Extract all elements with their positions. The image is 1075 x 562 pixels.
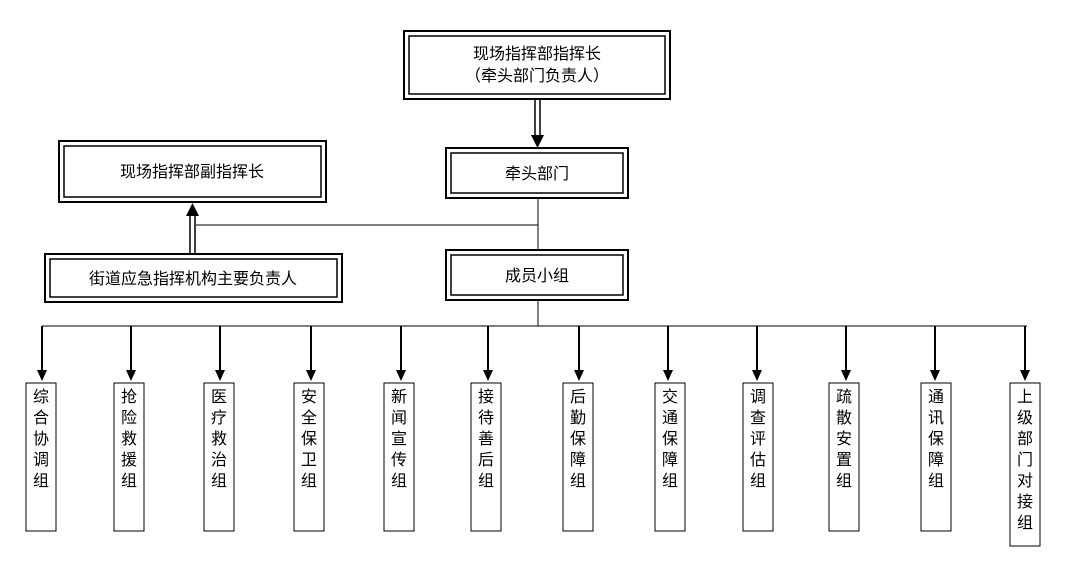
group-arrow-head bbox=[396, 370, 406, 381]
group-node: 交通保障组 bbox=[654, 326, 686, 532]
group-arrow-head bbox=[930, 370, 940, 381]
group-label: 抢险救援组 bbox=[121, 387, 137, 490]
group-node: 新闻宣传组 bbox=[383, 326, 415, 532]
group-node: 疏散安置组 bbox=[828, 326, 860, 532]
group-box bbox=[920, 382, 952, 532]
group-box bbox=[562, 382, 594, 532]
street-head-box: 街道应急指挥机构主要负责人 bbox=[44, 253, 343, 303]
group-box bbox=[113, 382, 145, 532]
group-arrow-head bbox=[215, 370, 225, 381]
group-box bbox=[470, 382, 502, 532]
group-box bbox=[1009, 382, 1041, 547]
group-node: 医疗救治组 bbox=[203, 326, 235, 532]
arrow-street-to-deputy bbox=[186, 203, 199, 254]
group-label: 医疗救治组 bbox=[211, 387, 227, 490]
deputy-chief-box: 现场指挥部副指挥长 bbox=[58, 140, 327, 203]
group-node: 上级部门对接组 bbox=[1009, 326, 1041, 547]
group-node: 调查评估组 bbox=[742, 326, 774, 532]
chief-subtitle: （牵头部门负责人） bbox=[465, 66, 609, 85]
lead-department-label: 牵头部门 bbox=[505, 164, 569, 183]
group-node: 综合协调组 bbox=[25, 326, 57, 532]
group-label: 综合协调组 bbox=[33, 387, 49, 490]
group-box bbox=[654, 382, 686, 532]
group-arrow-head bbox=[752, 370, 762, 381]
group-node: 抢险救援组 bbox=[113, 326, 145, 532]
chief-box: 现场指挥部指挥长 （牵头部门负责人） bbox=[403, 30, 671, 100]
street-head-label: 街道应急指挥机构主要负责人 bbox=[89, 269, 297, 288]
group-arrow-head bbox=[126, 370, 136, 381]
group-label: 疏散安置组 bbox=[836, 387, 852, 490]
group-arrow-head bbox=[841, 370, 851, 381]
deputy-chief-label: 现场指挥部副指挥长 bbox=[120, 162, 264, 181]
arrow-chief-to-lead bbox=[531, 99, 544, 148]
group-node: 接待善后组 bbox=[470, 326, 502, 532]
group-arrow-head bbox=[1020, 370, 1030, 381]
group-arrow-head bbox=[663, 370, 673, 381]
groups-layer: 综合协调组 抢险救援组 医疗救治组 安全保卫组 新闻宣传组 接待善后组 后勤保障组 交通保障组… bbox=[25, 326, 1041, 547]
members-group-label: 成员小组 bbox=[505, 266, 569, 285]
group-label: 上级部门对接组 bbox=[1017, 387, 1033, 532]
group-box bbox=[293, 382, 325, 532]
group-label: 交通保障组 bbox=[662, 387, 678, 490]
group-label: 通讯保障组 bbox=[928, 387, 944, 490]
group-label: 新闻宣传组 bbox=[391, 387, 407, 490]
group-arrow-head bbox=[574, 370, 584, 381]
group-arrow-head bbox=[37, 370, 47, 381]
group-node: 安全保卫组 bbox=[293, 326, 325, 532]
group-label: 后勤保障组 bbox=[570, 387, 586, 490]
group-box bbox=[203, 382, 235, 532]
group-arrow-head bbox=[483, 370, 493, 381]
group-label: 接待善后组 bbox=[478, 387, 494, 490]
group-label: 调查评估组 bbox=[750, 387, 766, 490]
group-node: 后勤保障组 bbox=[562, 326, 594, 532]
group-box bbox=[828, 382, 860, 532]
chief-title: 现场指挥部指挥长 bbox=[473, 44, 601, 63]
group-arrow-head bbox=[306, 370, 316, 381]
group-box bbox=[25, 382, 57, 532]
group-box bbox=[742, 382, 774, 532]
group-label: 安全保卫组 bbox=[301, 387, 317, 490]
members-group-box: 成员小组 bbox=[445, 249, 629, 301]
group-box bbox=[383, 382, 415, 532]
group-node: 通讯保障组 bbox=[920, 326, 952, 532]
lead-department-box: 牵头部门 bbox=[445, 147, 629, 199]
